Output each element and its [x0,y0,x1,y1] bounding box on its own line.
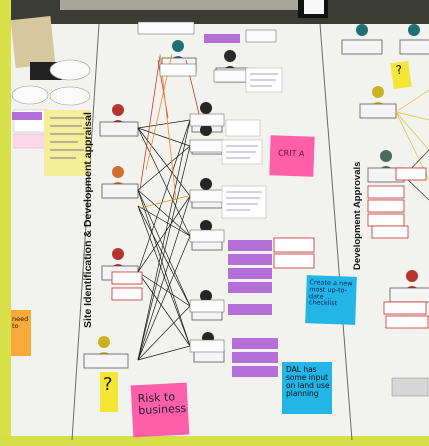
yellow-note-question [100,372,118,412]
yellow-note-left [44,110,90,176]
person-yellow-bottom [83,336,129,369]
orange-note-left [11,310,31,356]
left-note-2 [13,133,49,149]
scribble-yellow-note [50,117,84,159]
person-orange [101,166,139,199]
person-teal-right [341,24,429,183]
frame-bottom [0,436,429,446]
lane-label-development-approvals: Development Approvals [352,161,363,270]
white-card-right-top [304,0,324,14]
center-cards [137,21,277,353]
blue-note-top [305,275,357,325]
top-highlight [60,0,320,10]
note-orange-edge: need to [12,315,29,330]
bubble-left-2 [11,85,49,105]
note-crit-a: CRIT A [277,148,305,159]
bubble-left-1 [49,59,91,81]
person-red-1 [99,104,139,137]
yellow-note-top [390,60,412,90]
note-question-mark: ? [103,374,113,395]
pink-note-crit [269,135,315,177]
person-red-right [389,270,429,303]
note-dal-input: DAL has some input on land use planning [286,365,330,398]
person-yellow-right [359,86,397,119]
string-connections [137,119,191,361]
bubble-left-3 [49,86,91,106]
clip-card [10,16,56,68]
purple-tags [12,34,278,377]
frame-left [0,0,11,446]
note-create-checklist: Create a new most up-to-date ... checkli… [308,278,353,308]
lane-divider-left [71,23,100,441]
lane-divider-right [319,23,353,441]
risk-cards [111,167,429,329]
lane-label-site-identification: Site Identification & Development apprai… [82,112,94,328]
note-risk-to-business: Risk to business [137,390,187,417]
info-scribble [226,73,278,211]
grey-card-right [391,377,429,397]
blue-note-dal [282,362,332,414]
pink-note-risk [130,382,190,438]
